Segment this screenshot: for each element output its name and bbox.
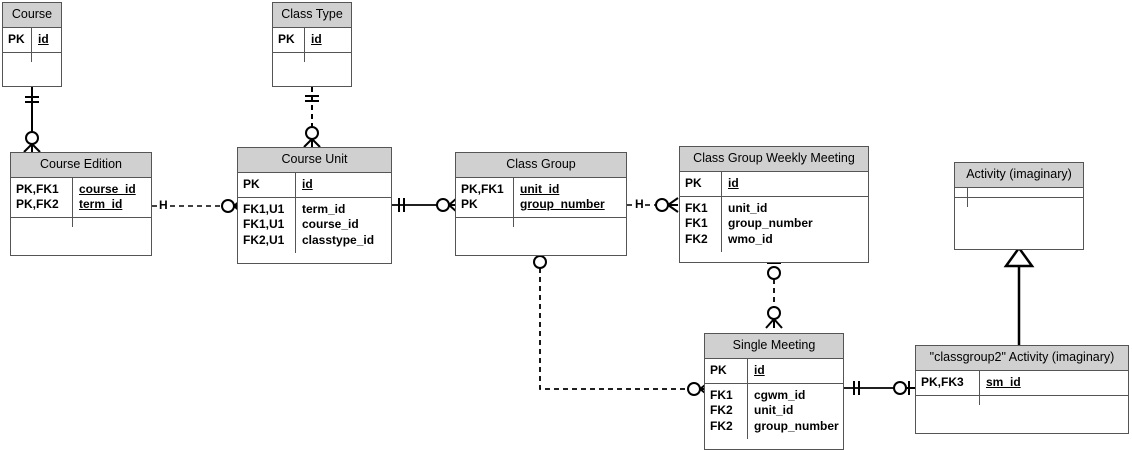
attr-name-cell (980, 396, 1128, 405)
attr-name-cell: unit_id group_number wmo_id (728, 200, 813, 246)
entity-pk-section: PK,FK3 sm_id (916, 370, 1128, 395)
pk-attr-cell: sm_id (986, 374, 1021, 389)
pk-key-cell: PK,FK1 PK (456, 177, 514, 218)
entity-classgroup2-activity-imaginary[interactable]: "classgroup2" Activity (imaginary) PK,FK… (915, 345, 1129, 434)
attr-name-cell: term_id course_id classtype_id (302, 201, 375, 247)
pk-attr-cell: id (38, 31, 49, 46)
entity-title: Course Edition (11, 153, 151, 178)
attr-key-cell (456, 218, 514, 228)
pk-attr-cell (968, 188, 1083, 197)
entity-title: Course (3, 3, 61, 28)
attr-name-cell (73, 218, 151, 227)
entity-course-edition[interactable]: Course Edition PK,FK1 PK,FK2 course_id t… (10, 152, 152, 256)
entity-title: Class Group (456, 153, 626, 178)
pk-attr-cell: unit_id group_number (520, 181, 605, 211)
pk-key-cell: PK,FK1 PK,FK2 (11, 177, 73, 218)
attr-key-cell: FK1 FK2 FK2 (705, 383, 748, 439)
entity-course-unit[interactable]: Course Unit PK id FK1,U1 FK1,U1 FK2,U1 t… (237, 147, 392, 264)
entity-attr-section (456, 217, 626, 228)
pk-key-cell: PK (705, 358, 748, 383)
entity-attr-section (11, 217, 151, 228)
connector-single-meeting-to-classgroup2-activity[interactable] (844, 381, 915, 395)
entity-attr-section: FK1,U1 FK1,U1 FK2,U1 term_id course_id c… (238, 196, 391, 253)
entity-pk-section: PK,FK1 PK,FK2 course_id term_id (11, 177, 151, 218)
entity-title: Course Unit (238, 148, 391, 173)
pk-key-cell (955, 187, 968, 197)
connector-course-to-course-edition[interactable] (23, 87, 41, 153)
attr-key-cell (3, 52, 32, 62)
entity-pk-section: PK id (273, 27, 351, 52)
attr-key-cell: FK1,U1 FK1,U1 FK2,U1 (238, 197, 296, 253)
pk-attr-cell: course_id term_id (79, 181, 136, 211)
entity-title: Class Type (273, 3, 351, 28)
entity-attr-section: FK1 FK2 FK2 cgwm_id unit_id group_number (705, 382, 843, 439)
entity-class-type[interactable]: Class Type PK id (272, 2, 352, 87)
entity-pk-section: PK id (238, 172, 391, 197)
entity-title: Single Meeting (705, 334, 843, 359)
entity-class-group-weekly-meeting[interactable]: Class Group Weekly Meeting PK id FK1 FK1… (679, 146, 869, 263)
entity-attr-section: FK1 FK1 FK2 unit_id group_number wmo_id (680, 195, 868, 252)
entity-title: Class Group Weekly Meeting (680, 147, 868, 172)
entity-attr-section (955, 196, 1083, 207)
pk-attr-cell: id (754, 362, 765, 377)
attr-key-cell (273, 52, 305, 62)
pk-attr-cell: id (311, 31, 322, 46)
attr-key-cell (955, 197, 968, 207)
attr-key-cell: FK1 FK1 FK2 (680, 196, 722, 252)
entity-attr-section (3, 51, 61, 62)
pk-key-cell: PK (680, 171, 722, 196)
pk-attr-cell: id (302, 176, 313, 191)
pk-key-cell: PK,FK3 (916, 370, 980, 395)
attr-name-cell: cgwm_id unit_id group_number (754, 387, 839, 433)
entity-attr-section (916, 394, 1128, 405)
entity-pk-section: PK id (3, 27, 61, 52)
connector-course-unit-to-class-group[interactable] (392, 197, 458, 213)
relationship-label-course-edition-course-unit: H (158, 198, 169, 212)
connector-classgroup2-inherits-activity[interactable] (1003, 245, 1035, 345)
attr-name-cell (514, 218, 626, 227)
connector-cgwm-to-single-meeting[interactable] (765, 262, 783, 329)
entity-pk-section: PK id (705, 358, 843, 383)
attr-name-cell (32, 53, 61, 62)
pk-key-cell: PK (238, 172, 296, 197)
entity-course[interactable]: Course PK id (2, 2, 62, 87)
entity-attr-section (273, 51, 351, 62)
entity-class-group[interactable]: Class Group PK,FK1 PK unit_id group_numb… (455, 152, 627, 256)
entity-activity-imaginary[interactable]: Activity (imaginary) (954, 162, 1084, 250)
pk-attr-cell: id (728, 175, 739, 190)
relationship-label-class-group-cgwm: H (634, 197, 645, 211)
entity-pk-section (955, 187, 1083, 197)
connector-class-type-to-course-unit[interactable] (303, 87, 321, 148)
entity-title: Activity (imaginary) (955, 163, 1083, 188)
entity-single-meeting[interactable]: Single Meeting PK id FK1 FK2 FK2 cgwm_id… (704, 333, 844, 450)
pk-key-cell: PK (273, 27, 305, 52)
entity-pk-section: PK,FK1 PK unit_id group_number (456, 177, 626, 218)
entity-title: "classgroup2" Activity (imaginary) (916, 346, 1128, 371)
attr-name-cell (305, 53, 351, 62)
pk-key-cell: PK (3, 27, 32, 52)
entity-pk-section: PK id (680, 171, 868, 196)
attr-key-cell (11, 218, 73, 228)
attr-name-cell (968, 198, 1083, 207)
attr-key-cell (916, 395, 980, 405)
connector-class-group-to-single-meeting[interactable] (533, 251, 710, 397)
